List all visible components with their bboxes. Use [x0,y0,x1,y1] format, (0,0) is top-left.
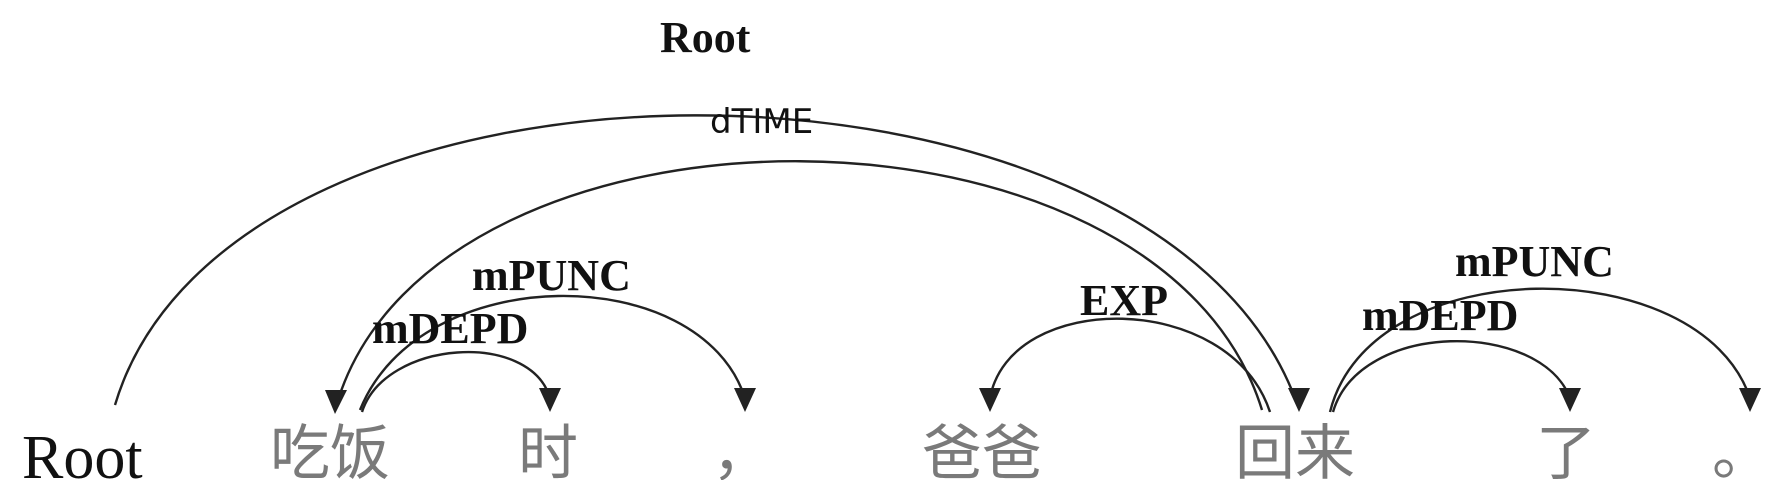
token-baba: 爸爸 [922,419,1042,480]
token-le: 了 [1536,419,1596,480]
arc-label-mdepd-1: mDEPD [372,304,528,353]
token-shi: 时 [518,419,578,480]
arrowhead-mdepd-1 [539,388,561,412]
arc-label-mpunc-2: mPUNC [1455,237,1614,286]
arc-label-layer: Root dTIME mPUNC mDEPD EXP mPUNC mDEPD [372,13,1614,353]
arc-layer [113,114,1761,414]
token-comma: ， [712,419,772,480]
arc-label-mdepd-2: mDEPD [1362,291,1518,340]
token-huilai: 回来 [1235,419,1355,480]
arrowhead-mpunc-2 [1739,388,1761,412]
arrowhead-dtime [325,390,347,414]
arc-label-mpunc-1: mPUNC [472,251,631,300]
arrowhead-exp [979,388,1001,412]
arc-label-dtime: dTIME [710,102,813,142]
arc-dtime [336,160,1264,411]
arrowhead-mdepd-2 [1559,388,1581,412]
arc-exp [988,317,1272,413]
arrowhead-root [1288,388,1310,412]
arc-mpunc-2 [1328,287,1752,413]
arc-mdepd-1 [360,350,552,413]
token-root: Root [22,424,143,480]
token-layer: Root 吃饭 时 ， 爸爸 回来 了 。 [22,419,1772,480]
arrowhead-mpunc-1 [734,388,756,412]
arc-label-exp: EXP [1080,276,1168,325]
arc-mdepd-2 [1331,339,1572,413]
arc-label-root: Root [660,13,751,62]
token-period: 。 [1712,419,1772,480]
arc-root [113,114,1297,406]
token-chifan: 吃饭 [270,419,390,480]
arc-mpunc-1 [358,294,747,411]
